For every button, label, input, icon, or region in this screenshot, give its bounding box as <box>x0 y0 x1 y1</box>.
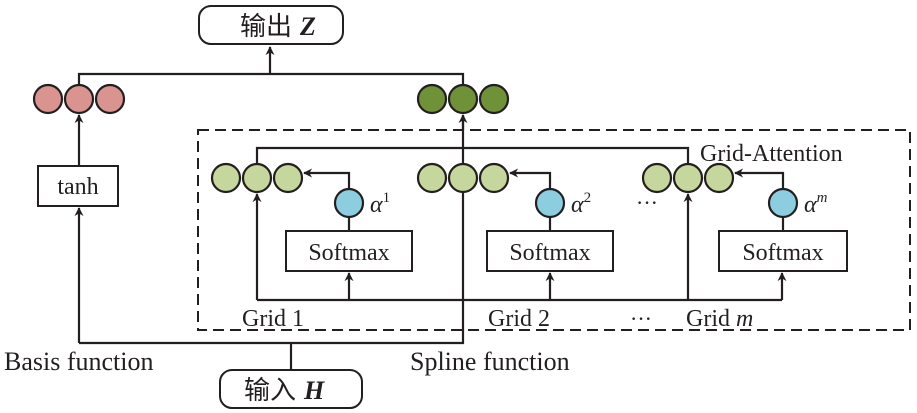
attention-1-arrow <box>303 168 351 193</box>
grid-2-label: Grid 2 <box>488 306 550 332</box>
output-merge-connector <box>77 72 465 90</box>
basis-node <box>63 83 95 115</box>
alpha-2-label: α2 <box>571 190 591 218</box>
grid-node <box>478 162 510 194</box>
attention-2-arrow <box>509 168 552 193</box>
output-box <box>198 5 344 45</box>
grid-1-block: α1 Softmax Grid 1 <box>210 162 413 332</box>
grid-node <box>210 162 242 194</box>
grid-node <box>447 162 479 194</box>
grid-2-block: α2 Softmax Grid 2 <box>416 162 614 332</box>
softmax-m-label: Softmax <box>742 240 823 266</box>
attention-m-arrow <box>734 168 785 193</box>
softmax-2-box <box>486 230 614 272</box>
basis-function-label: Basis function <box>4 347 154 376</box>
spline-output-node <box>478 83 510 115</box>
basis-node <box>94 83 126 115</box>
grid-node <box>641 162 673 194</box>
attention-weight-node <box>767 187 799 219</box>
spline-output-node <box>416 83 448 115</box>
spline-output-node <box>447 83 479 115</box>
grid-m-block: αm Softmax Grid m <box>641 162 848 332</box>
tanh-box <box>37 165 119 207</box>
grid-node <box>272 162 304 194</box>
softmax-1-label: Softmax <box>308 240 389 266</box>
grid-node <box>416 162 448 194</box>
attention-weight-node <box>534 187 566 219</box>
softmax-m-box <box>718 230 848 272</box>
input-box <box>219 369 363 409</box>
spline-output-nodes <box>416 83 510 115</box>
grid-attention-region <box>197 129 911 331</box>
softmax-1-box <box>285 230 413 272</box>
grid-attention-label: Grid-Attention <box>700 141 843 167</box>
grid-1-label: Grid 1 <box>242 306 304 332</box>
attention-weight-node <box>333 187 365 219</box>
tanh-label: tanh <box>57 174 98 200</box>
softmax-2-label: Softmax <box>509 240 590 266</box>
alpha-m-label: αm <box>804 190 828 218</box>
grid-merge-connector <box>255 146 690 163</box>
grid-ellipsis-bottom: ··· <box>630 306 652 331</box>
grid-m-label: Grid m <box>686 306 753 332</box>
grid-node <box>672 162 704 194</box>
grid-node <box>703 162 735 194</box>
grid-node <box>241 162 273 194</box>
grid-ellipsis-top: ··· <box>636 190 658 215</box>
basis-output-nodes <box>32 83 126 115</box>
spline-function-label: Spline function <box>410 347 570 376</box>
alpha-1-label: α1 <box>370 190 390 218</box>
basis-node <box>32 83 64 115</box>
